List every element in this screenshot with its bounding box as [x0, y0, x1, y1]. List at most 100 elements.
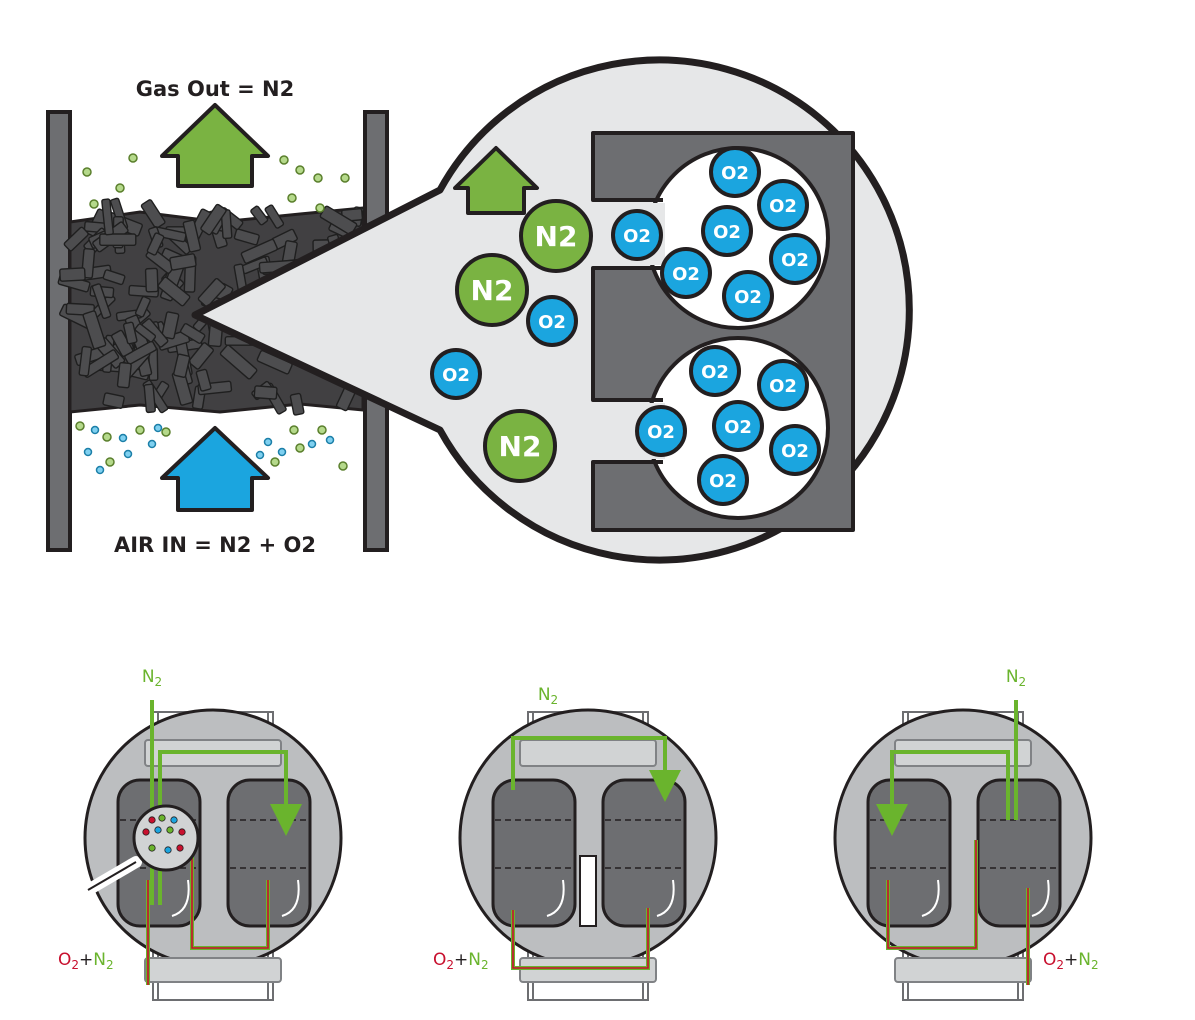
o2-particle — [325, 435, 335, 445]
air-in-arrow — [160, 426, 270, 512]
carbon-pellet — [240, 238, 278, 264]
carbon-pellet — [124, 340, 157, 365]
n2-flow-path — [511, 736, 681, 802]
carbon-pellet — [182, 219, 202, 253]
feed-input-label: O2+N2 — [433, 950, 489, 972]
o2-particle — [263, 437, 273, 447]
o2-molecule: O2 — [712, 400, 764, 452]
n2-particle — [270, 457, 280, 467]
o2-label: O2 — [623, 226, 651, 247]
carbon-pellet — [219, 344, 258, 380]
n2-molecule: N2 — [455, 253, 529, 327]
carbon-pellet — [161, 311, 180, 340]
bottom-manifold — [144, 957, 282, 983]
tank-highlight — [281, 879, 300, 917]
tank-highlight — [546, 879, 565, 917]
tank-left — [866, 778, 952, 928]
carbon-pellet — [264, 204, 285, 229]
n2-particle — [115, 183, 125, 193]
carbon-pellet — [134, 323, 157, 343]
air-in-label: AIR IN = N2 + O2 — [114, 533, 316, 557]
carbon-pellet — [82, 310, 107, 350]
o2-label: O2 — [538, 312, 566, 333]
o2-particle — [307, 439, 317, 449]
feed-input-label: O2+N2 — [1043, 950, 1099, 972]
o2-molecule: O2 — [660, 247, 712, 299]
carbon-pellet — [116, 361, 132, 389]
magnifier-glass — [132, 804, 200, 872]
carbon-pellet — [78, 345, 93, 377]
magnified-molecule — [148, 844, 156, 852]
o2-particle — [153, 423, 163, 433]
tank-right — [976, 778, 1062, 928]
magnified-molecule — [166, 826, 174, 834]
o2-label: O2 — [769, 196, 797, 217]
magnified-molecule — [158, 814, 166, 822]
o2-particle — [277, 447, 287, 457]
tank-highlight — [921, 879, 940, 917]
carbon-pellet — [250, 205, 269, 226]
magnified-molecule — [170, 816, 178, 824]
magnifier-handle-edge — [87, 861, 137, 891]
bottom-manifold — [894, 957, 1032, 983]
o2-circle — [712, 400, 764, 452]
o2-particle — [83, 447, 93, 457]
o2-molecule: O2 — [697, 454, 749, 506]
carbon-pellet — [59, 267, 86, 282]
o2-molecule: O2 — [757, 179, 809, 231]
carbon-pellet — [91, 283, 112, 320]
carbon-pellet — [253, 385, 278, 400]
o2-molecule: O2 — [769, 233, 821, 285]
o2-circle — [697, 454, 749, 506]
carbon-pellet — [143, 383, 156, 414]
n2-label: N2 — [499, 430, 542, 463]
o2-molecule: O2 — [526, 295, 578, 347]
carbon-pellet — [134, 296, 151, 318]
o2-molecule: O2 — [722, 270, 774, 322]
n2-circle — [455, 253, 529, 327]
o2-circle — [635, 405, 687, 457]
carbon-pellet — [99, 233, 137, 247]
n2-particle — [295, 443, 305, 453]
o2-label: O2 — [734, 287, 762, 308]
o2-particle — [95, 465, 105, 475]
n2-label: N2 — [535, 220, 578, 253]
o2-circle — [611, 209, 663, 261]
gas-particles-top — [82, 153, 350, 213]
o2-molecule: O2 — [689, 345, 741, 397]
lens-n2-arrow — [453, 146, 539, 215]
n2-particle — [340, 173, 350, 183]
o2-molecule: O2 — [709, 146, 761, 198]
n2-circle — [519, 199, 593, 273]
carbon-pellet — [63, 226, 89, 252]
gas-out-arrow — [160, 103, 270, 188]
o2-circle — [709, 146, 761, 198]
carbon-pellet — [195, 368, 212, 392]
tank-highlight — [171, 879, 190, 917]
o2-circle — [689, 345, 741, 397]
o2-label: O2 — [647, 422, 675, 443]
o2-label: O2 — [781, 250, 809, 271]
o2-flow-path — [512, 908, 649, 969]
column-wall-left — [46, 110, 72, 552]
n2-particle — [313, 173, 323, 183]
o2-molecule: O2 — [757, 359, 809, 411]
o2-circle — [769, 233, 821, 285]
carbon-pellet — [101, 198, 114, 236]
n2-particle — [128, 153, 138, 163]
o2-particle — [90, 425, 100, 435]
o2-particle — [118, 433, 128, 443]
n2-molecule: N2 — [519, 199, 593, 273]
gas-particles-bottom — [75, 421, 348, 475]
carbon-pellet — [173, 353, 191, 378]
n2-particle — [338, 461, 348, 471]
o2-label: O2 — [672, 264, 700, 285]
o2-molecule: O2 — [769, 424, 821, 476]
o2-label: O2 — [721, 163, 749, 184]
magnified-molecule — [148, 816, 156, 824]
